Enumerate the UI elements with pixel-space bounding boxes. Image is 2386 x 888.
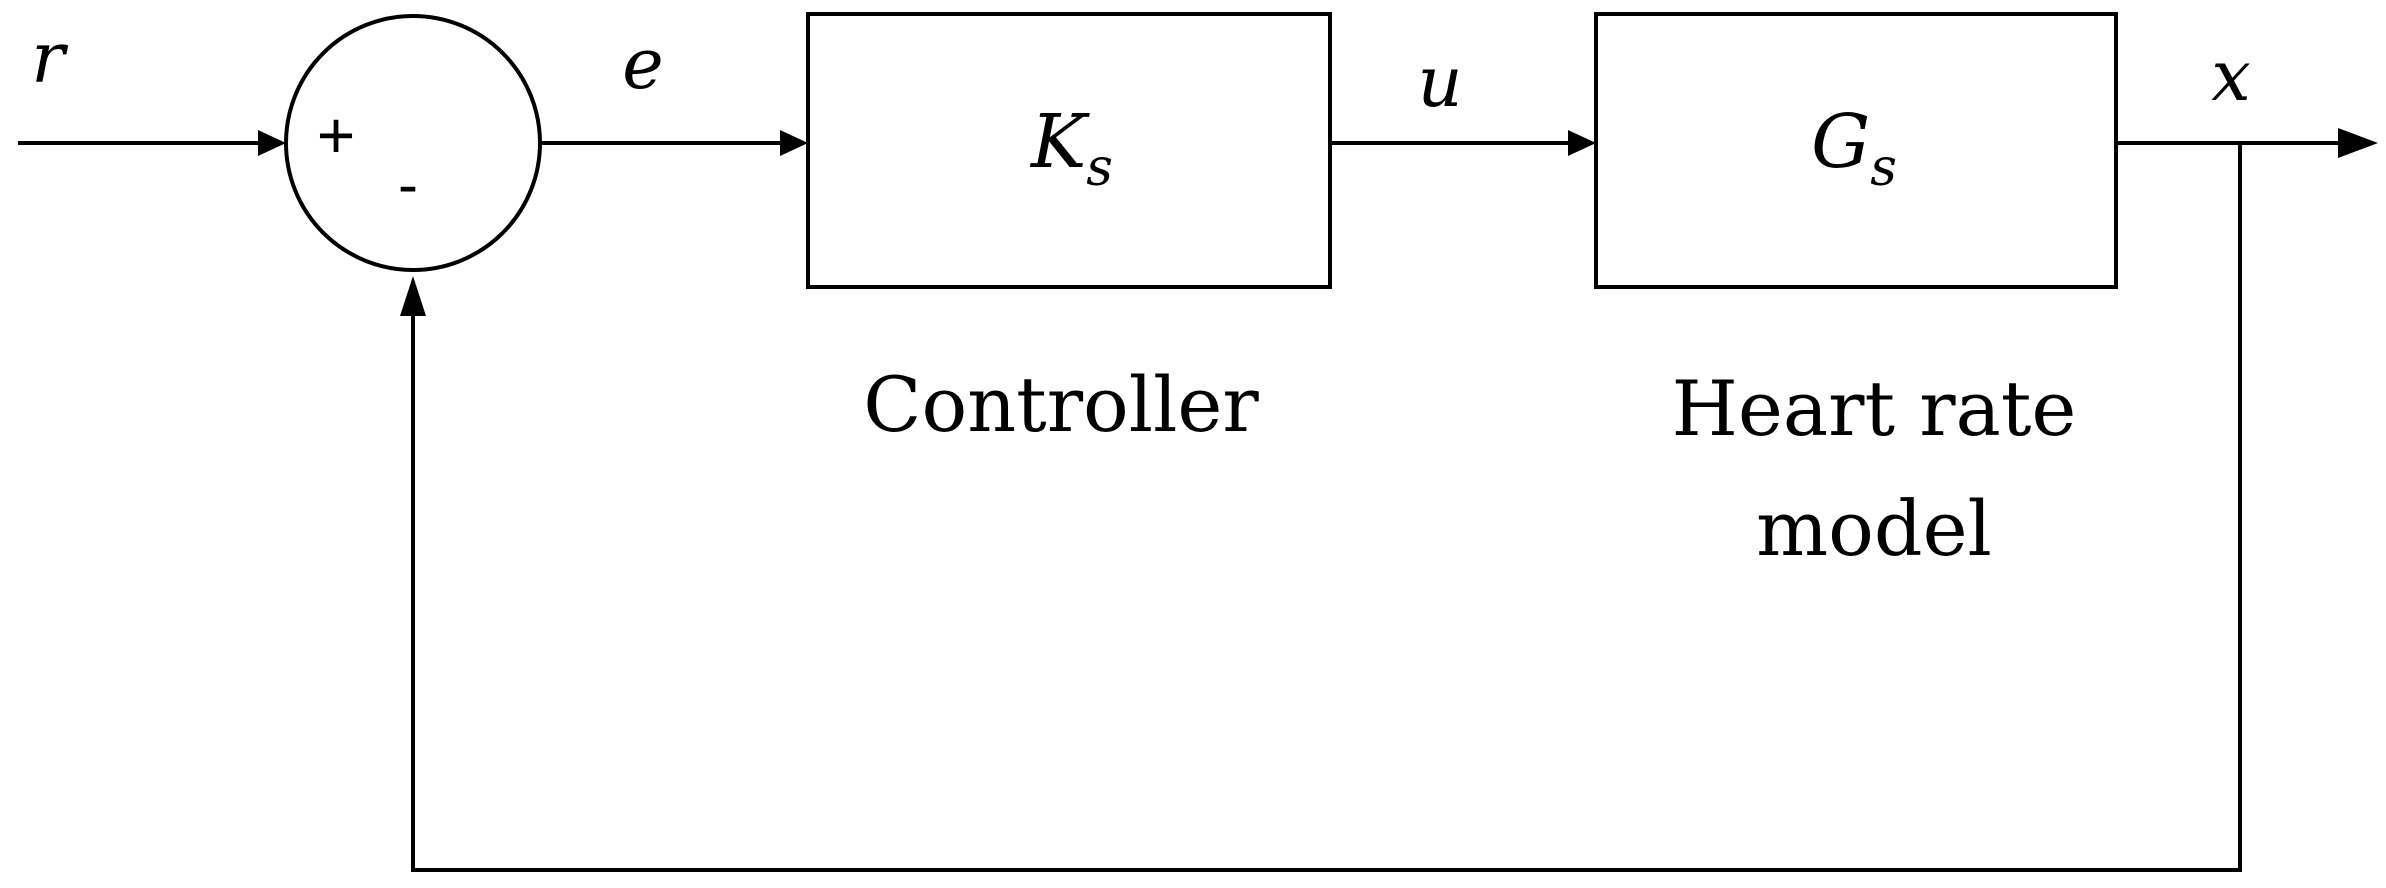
signal-label-u: u bbox=[1417, 41, 1462, 123]
signal-label-e: e bbox=[622, 23, 663, 105]
feedback-arrowhead bbox=[400, 276, 426, 316]
feedback-wire bbox=[411, 143, 2242, 872]
controller-caption: Controller bbox=[863, 360, 1259, 449]
controller-symbol: K bbox=[1029, 99, 1090, 185]
controller-subscript: s bbox=[1086, 138, 1113, 198]
controller-block bbox=[806, 12, 1332, 289]
signal-label-x: x bbox=[2211, 35, 2250, 117]
plant-symbol: G bbox=[1811, 99, 1870, 185]
plant-caption-line2: model bbox=[1756, 484, 1992, 573]
plus-sign: + bbox=[317, 98, 356, 172]
controller-transfer-function: Ks bbox=[1029, 99, 1113, 198]
input-arrowhead bbox=[258, 130, 286, 156]
control-arrowhead bbox=[1568, 130, 1596, 156]
plant-transfer-function: Gs bbox=[1811, 99, 1897, 198]
plant-caption-line1: Heart rate bbox=[1672, 364, 2077, 453]
signal-label-r: r bbox=[31, 17, 68, 99]
plant-block bbox=[1594, 12, 2118, 289]
error-arrowhead bbox=[780, 130, 808, 156]
plant-subscript: s bbox=[1870, 138, 1897, 198]
output-arrowhead bbox=[2338, 128, 2378, 158]
minus-sign: - bbox=[398, 151, 418, 218]
